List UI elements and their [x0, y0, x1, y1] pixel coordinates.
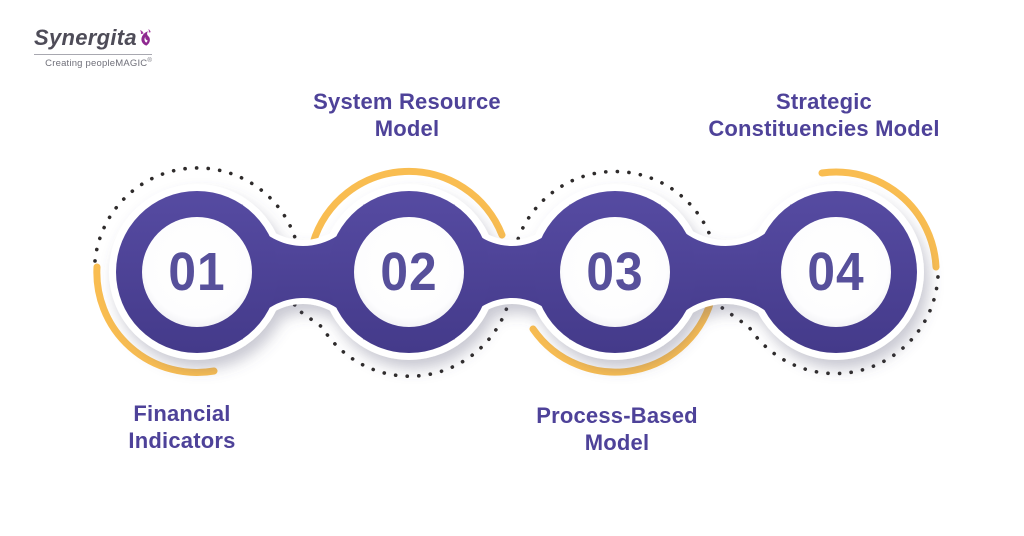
step-label-3-line-2: Model — [584, 430, 650, 455]
step-number-3: 03 — [586, 242, 644, 302]
step-label-3-line-1: Process-Based — [536, 403, 698, 428]
step-number-2: 02 — [380, 242, 438, 302]
step-label-3: Process-Based Model — [457, 402, 777, 456]
step-label-2: System Resource Model — [247, 88, 567, 142]
step-inner-discs — [142, 217, 891, 327]
step-label-4-line-2: Constituencies Model — [708, 116, 940, 141]
step-number-4: 04 — [807, 242, 865, 302]
step-label-4: Strategic Constituencies Model — [664, 88, 984, 142]
step-disc-1 — [142, 217, 252, 327]
chain-neck-1 — [242, 204, 364, 340]
step-disc-2 — [354, 217, 464, 327]
chain-neck-2 — [454, 204, 570, 340]
logo-divider — [34, 54, 152, 55]
step-label-4-line-1: Strategic — [776, 89, 872, 114]
step-disc-4 — [781, 217, 891, 327]
accent-arc-1 — [93, 263, 218, 376]
synergita-logo: Synergita Creating peopleMAGIC® — [34, 24, 152, 69]
step-disc-3 — [560, 217, 670, 327]
step-label-1: Financial Indicators — [22, 400, 342, 454]
logo-flame-icon — [139, 29, 151, 46]
step-number-1: 01 — [168, 242, 226, 302]
accent-arc-3 — [529, 289, 717, 376]
logo-tagline-text: Creating peopleMAGIC — [45, 58, 148, 70]
step-label-2-line-1: System Resource — [313, 89, 501, 114]
accent-arc-4 — [818, 168, 940, 271]
step-label-2-line-2: Model — [374, 116, 440, 141]
logo-brand-row: Synergita — [34, 24, 152, 51]
registered-mark: ® — [147, 58, 152, 64]
chain-neck-3 — [660, 204, 791, 340]
accent-arc-2 — [309, 168, 506, 247]
step-label-1-line-1: Financial — [133, 401, 231, 426]
step-label-1-line-2: Indicators — [128, 428, 236, 453]
logo-wordmark: Synergita — [34, 25, 137, 50]
logo-tagline: Creating peopleMAGIC® — [34, 58, 152, 69]
